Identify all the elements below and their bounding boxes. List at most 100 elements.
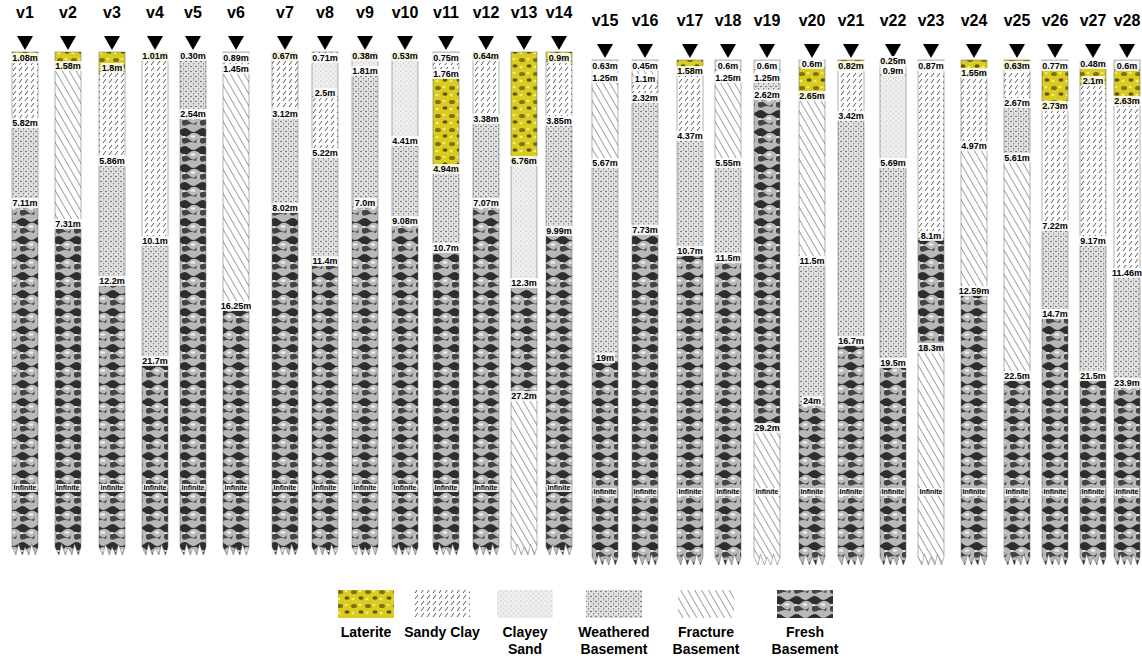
- borehole-arrow: [1009, 44, 1025, 58]
- layer-S: [715, 70, 741, 82]
- infinite-label: Infinite: [1081, 488, 1106, 496]
- layer-C: [392, 60, 418, 145]
- layer-B: [12, 207, 38, 555]
- layer-S: [1080, 85, 1106, 245]
- borehole-label: v20: [799, 12, 826, 30]
- layer-L: [799, 68, 825, 100]
- borehole-label: v11: [433, 4, 459, 22]
- borehole-arrow: [317, 36, 333, 50]
- layer-L: [1004, 60, 1030, 70]
- infinite-label: Infinite: [434, 484, 459, 492]
- depth-label: 7.22m: [1041, 221, 1069, 231]
- borehole-label: v10: [392, 4, 419, 22]
- layer-C: [799, 60, 825, 68]
- depth-label: 5.86m: [98, 156, 126, 166]
- depth-label: 9.08m: [391, 216, 419, 226]
- depth-label: 4.41m: [391, 136, 419, 146]
- layer-L: [433, 78, 459, 173]
- legend-swatch: [497, 590, 553, 618]
- depth-label: 1.76m: [432, 69, 460, 79]
- layer-F: [632, 70, 658, 83]
- borehole-label: v13: [511, 4, 538, 22]
- depth-label: 1.58m: [676, 66, 704, 76]
- depth-label: 5.82m: [11, 118, 39, 128]
- infinite-label: Infinite: [224, 484, 249, 492]
- borehole-label: v4: [146, 4, 164, 22]
- legend-swatch: [586, 590, 642, 618]
- layer-L: [272, 52, 298, 60]
- depth-label: 2.63m: [1113, 96, 1141, 106]
- layer-C: [715, 60, 741, 70]
- layer-B: [473, 207, 499, 555]
- legend-swatch: [414, 590, 470, 618]
- depth-label: 0.71m: [311, 53, 339, 63]
- depth-label: 2.73m: [1041, 101, 1069, 111]
- depth-label: 1.81m: [351, 66, 379, 76]
- layer-S: [12, 62, 38, 127]
- depth-label: 1.25m: [753, 73, 781, 83]
- borehole-label: v22: [880, 12, 907, 30]
- depth-label: 4.97m: [960, 141, 988, 151]
- borehole-arrow: [637, 44, 653, 58]
- depth-label: 0.87m: [917, 61, 945, 71]
- depth-label: 2.32m: [631, 93, 659, 103]
- depth-label: 0.9m: [882, 66, 905, 76]
- layer-S: [1114, 105, 1140, 277]
- borehole-label: v28: [1114, 12, 1141, 30]
- depth-label: 10.7m: [432, 243, 460, 253]
- layer-S: [142, 60, 168, 245]
- borehole-arrow: [228, 36, 244, 50]
- layer-L: [961, 60, 987, 77]
- depth-label: 21.7m: [141, 356, 169, 366]
- layer-S: [918, 70, 944, 240]
- depth-label: 2.62m: [753, 90, 781, 100]
- borehole-arrow: [720, 44, 736, 58]
- depth-label: 0.6m: [1116, 61, 1139, 71]
- layer-S: [312, 52, 338, 62]
- borehole-label: v3: [103, 4, 121, 22]
- depth-label: 0.9m: [548, 53, 571, 63]
- layer-L: [838, 60, 864, 70]
- layer-C: [1042, 60, 1068, 70]
- legend-text: Clayey Sand: [485, 624, 565, 658]
- borehole-arrow: [1085, 44, 1101, 58]
- infinite-label: Infinite: [1115, 488, 1140, 496]
- layer-C: [1114, 60, 1140, 70]
- layer-F: [715, 82, 741, 167]
- depth-label: 1.08m: [11, 53, 39, 63]
- depth-label: 6.76m: [510, 156, 538, 166]
- depth-label: 18.3m: [917, 343, 945, 353]
- borehole-arrow: [478, 36, 494, 50]
- borehole-label: v26: [1042, 12, 1069, 30]
- layer-B: [677, 255, 703, 565]
- infinite-label: Infinite: [547, 484, 572, 492]
- borehole-label: v2: [59, 4, 77, 22]
- layer-W: [677, 140, 703, 255]
- borehole-arrow: [516, 36, 532, 50]
- layer-C: [312, 62, 338, 97]
- infinite-label: Infinite: [962, 488, 987, 496]
- layer-F: [592, 82, 618, 167]
- depth-label: 11.5m: [714, 253, 741, 263]
- layer-S: [1004, 70, 1030, 107]
- depth-label: 3.38m: [472, 114, 500, 124]
- infinite-label: Infinite: [13, 484, 38, 492]
- depth-label: 2.65m: [798, 91, 826, 101]
- layer-L: [1080, 68, 1106, 85]
- depth-label: 5.55m: [714, 158, 742, 168]
- layer-C: [632, 60, 658, 70]
- layer-B: [918, 240, 944, 352]
- layer-S: [838, 70, 864, 120]
- depth-label: 3.85m: [545, 116, 573, 126]
- layer-L: [99, 52, 125, 72]
- layer-C: [352, 60, 378, 75]
- layer-S: [632, 83, 658, 102]
- borehole-label: v27: [1080, 12, 1107, 30]
- infinite-label: Infinite: [633, 488, 658, 496]
- depth-label: 1.01m: [141, 51, 169, 61]
- layer-S: [677, 75, 703, 140]
- depth-label: 12.3m: [510, 278, 538, 288]
- borehole-label: v6: [227, 4, 245, 22]
- infinite-label: Infinite: [1005, 488, 1030, 496]
- borehole-label: v12: [473, 4, 500, 22]
